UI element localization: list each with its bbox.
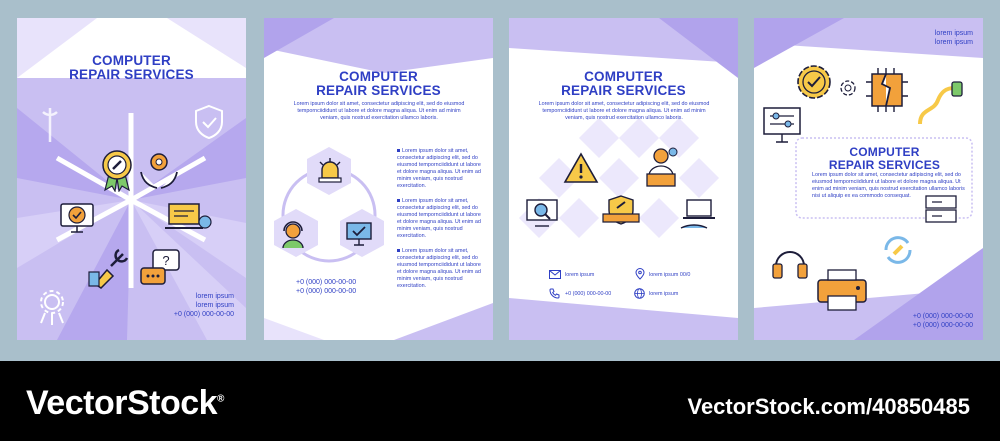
laptop-gear-icon [165, 203, 212, 229]
contact-line: lorem ipsum [195, 293, 234, 300]
chat-question-bubbles-icon: ? [140, 249, 180, 285]
phone-number: +0 (000) 000-00-00 [296, 279, 357, 286]
page-2-phones: +0 (000) 000-00-00 +0 (000) 000-00-00 [296, 278, 356, 296]
shield-wrench-banner-icon [602, 195, 640, 225]
top-text-line: lorem ipsum [934, 30, 973, 37]
headphones-icon [772, 251, 808, 279]
gear-circuit-outline-icon [40, 290, 64, 325]
monitor-gear-check-icon [60, 203, 94, 233]
watermark-brand: VectorStock [26, 384, 218, 422]
email-icon [549, 270, 561, 279]
service-item-2: Lorem ipsum dolor sit amet, consectetur … [397, 198, 481, 240]
service-item-text: Lorem ipsum dolor sit amet, consectetur … [397, 248, 481, 289]
contact-phone: +0 (000) 000-00-00 [173, 311, 234, 318]
refresh-wrench-icon [884, 236, 912, 264]
monitor-magnifier-icon [526, 199, 558, 227]
page-1-background [17, 18, 246, 340]
shield-check-outline-icon [195, 104, 223, 140]
page-2-intro: Lorem ipsum dolor sit amet, consectetur … [293, 101, 465, 121]
email-text: lorem ipsum [565, 272, 595, 278]
title-line-1: COMPUTER [92, 53, 171, 68]
wrench-outline-icon [42, 108, 58, 142]
phone-number: +0 (000) 000-00-00 [912, 322, 973, 329]
hand-holding-laptop-icon [680, 199, 715, 229]
title-line-2: REPAIR SERVICES [561, 83, 686, 98]
bullet-marker [397, 149, 400, 152]
top-text-line: lorem ipsum [934, 39, 973, 46]
award-ribbon-wrench-icon [102, 150, 132, 192]
brochure-page-4: lorem ipsum lorem ipsum COMPUTER REPAIR … [754, 18, 983, 340]
service-item-3: Lorem ipsum dolor sit amet, consectetur … [397, 248, 481, 290]
page-4-phones: +0 (000) 000-00-00 +0 (000) 000-00-00 [913, 312, 973, 330]
title-line-2: REPAIR SERVICES [316, 83, 441, 98]
watermark-bar [0, 361, 1000, 441]
hand-holding-wrench-icon [88, 248, 129, 289]
alarm-light-wrench-icon [318, 158, 342, 183]
small-gear-icon [840, 80, 856, 96]
title-line-2: REPAIR SERVICES [828, 157, 941, 172]
hands-holding-gear-icon [140, 153, 178, 189]
website-text: lorem ipsum [649, 291, 679, 297]
printer-icon [817, 269, 867, 311]
watermark-brand-logo: VectorStock® [26, 384, 224, 423]
service-item-text: Lorem ipsum dolor sit amet, consectetur … [397, 198, 481, 239]
location-text: lorem ipsum 00/0 [649, 272, 691, 278]
phone-text: +0 (000) 000-00-00 [565, 291, 612, 297]
page-3-title: COMPUTER REPAIR SERVICES [509, 70, 738, 98]
technician-at-laptop-icon [646, 147, 678, 187]
gear-checkmark-icon [797, 65, 831, 99]
title-line-1: COMPUTER [849, 145, 920, 159]
support-headset-operator-icon [282, 221, 304, 249]
title-line-1: COMPUTER [339, 69, 418, 84]
warning-triangle-icon [563, 152, 599, 183]
broken-cpu-chip-icon [866, 68, 908, 112]
brochure-page-3: COMPUTER REPAIR SERVICES Lorem ipsum dol… [509, 18, 738, 340]
monitor-checkmark-icon [346, 222, 372, 246]
server-storage-icon [925, 195, 957, 223]
page-3-intro: Lorem ipsum dolor sit amet, consectetur … [538, 101, 710, 121]
phone-number: +0 (000) 000-00-00 [912, 313, 973, 320]
page-4-intro: Lorem ipsum dolor sit amet, consectetur … [812, 172, 965, 199]
phone-icon [549, 288, 560, 299]
svg-text:?: ? [162, 253, 169, 268]
title-line-2: REPAIR SERVICES [69, 67, 194, 82]
location-pin-icon [635, 268, 645, 280]
page-4-top-text: lorem ipsum lorem ipsum [935, 29, 973, 47]
page-4-title: COMPUTER REPAIR SERVICES [794, 146, 975, 171]
page-1-title: COMPUTER REPAIR SERVICES [17, 54, 246, 82]
cable-plug-icon [918, 81, 963, 125]
registered-mark: ® [217, 393, 224, 405]
page-4-background [754, 18, 983, 340]
title-line-1: COMPUTER [584, 69, 663, 84]
brochure-page-1: COMPUTER REPAIR SERVICES [17, 18, 246, 340]
page-2-title: COMPUTER REPAIR SERVICES [264, 70, 493, 98]
monitor-settings-sliders-icon [763, 107, 801, 143]
contact-line: lorem ipsum [195, 302, 234, 309]
page-2-background [264, 18, 493, 340]
globe-icon [634, 288, 645, 299]
service-item-1: Lorem ipsum dolor sit amet, consectetur … [397, 148, 481, 190]
service-item-text: Lorem ipsum dolor sit amet, consectetur … [397, 148, 481, 189]
page-3-background [509, 18, 738, 340]
phone-number: +0 (000) 000-00-00 [296, 288, 357, 295]
bullet-marker [397, 249, 400, 252]
brochure-page-2: COMPUTER REPAIR SERVICES Lorem ipsum dol… [264, 18, 493, 340]
watermark-image-id: VectorStock.com/40850485 [687, 394, 970, 419]
page-1-contact: lorem ipsum lorem ipsum +0 (000) 000-00-… [174, 292, 234, 319]
bullet-marker [397, 199, 400, 202]
